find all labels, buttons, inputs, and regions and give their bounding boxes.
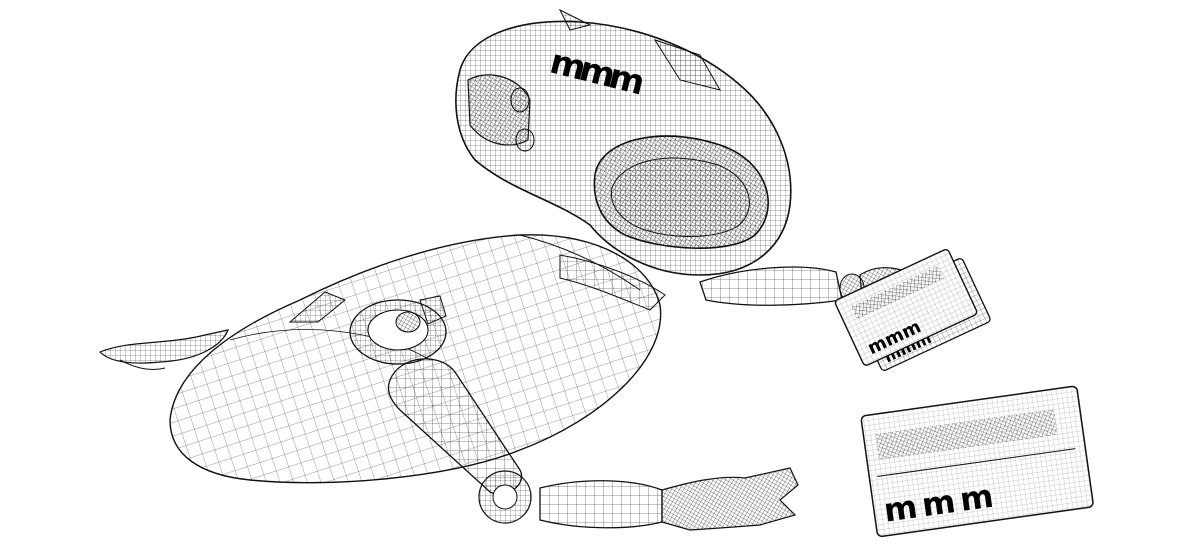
shoulder-joint [349,295,447,365]
lower-arm [387,358,663,529]
robot-neck [559,254,666,311]
robot-helmet: mmm [455,8,792,276]
held-business-card-front: mmm [834,249,978,366]
loose-business-card: mmm [860,385,1094,538]
tail-fins [98,291,346,371]
robot-hand-bottom [661,467,799,531]
